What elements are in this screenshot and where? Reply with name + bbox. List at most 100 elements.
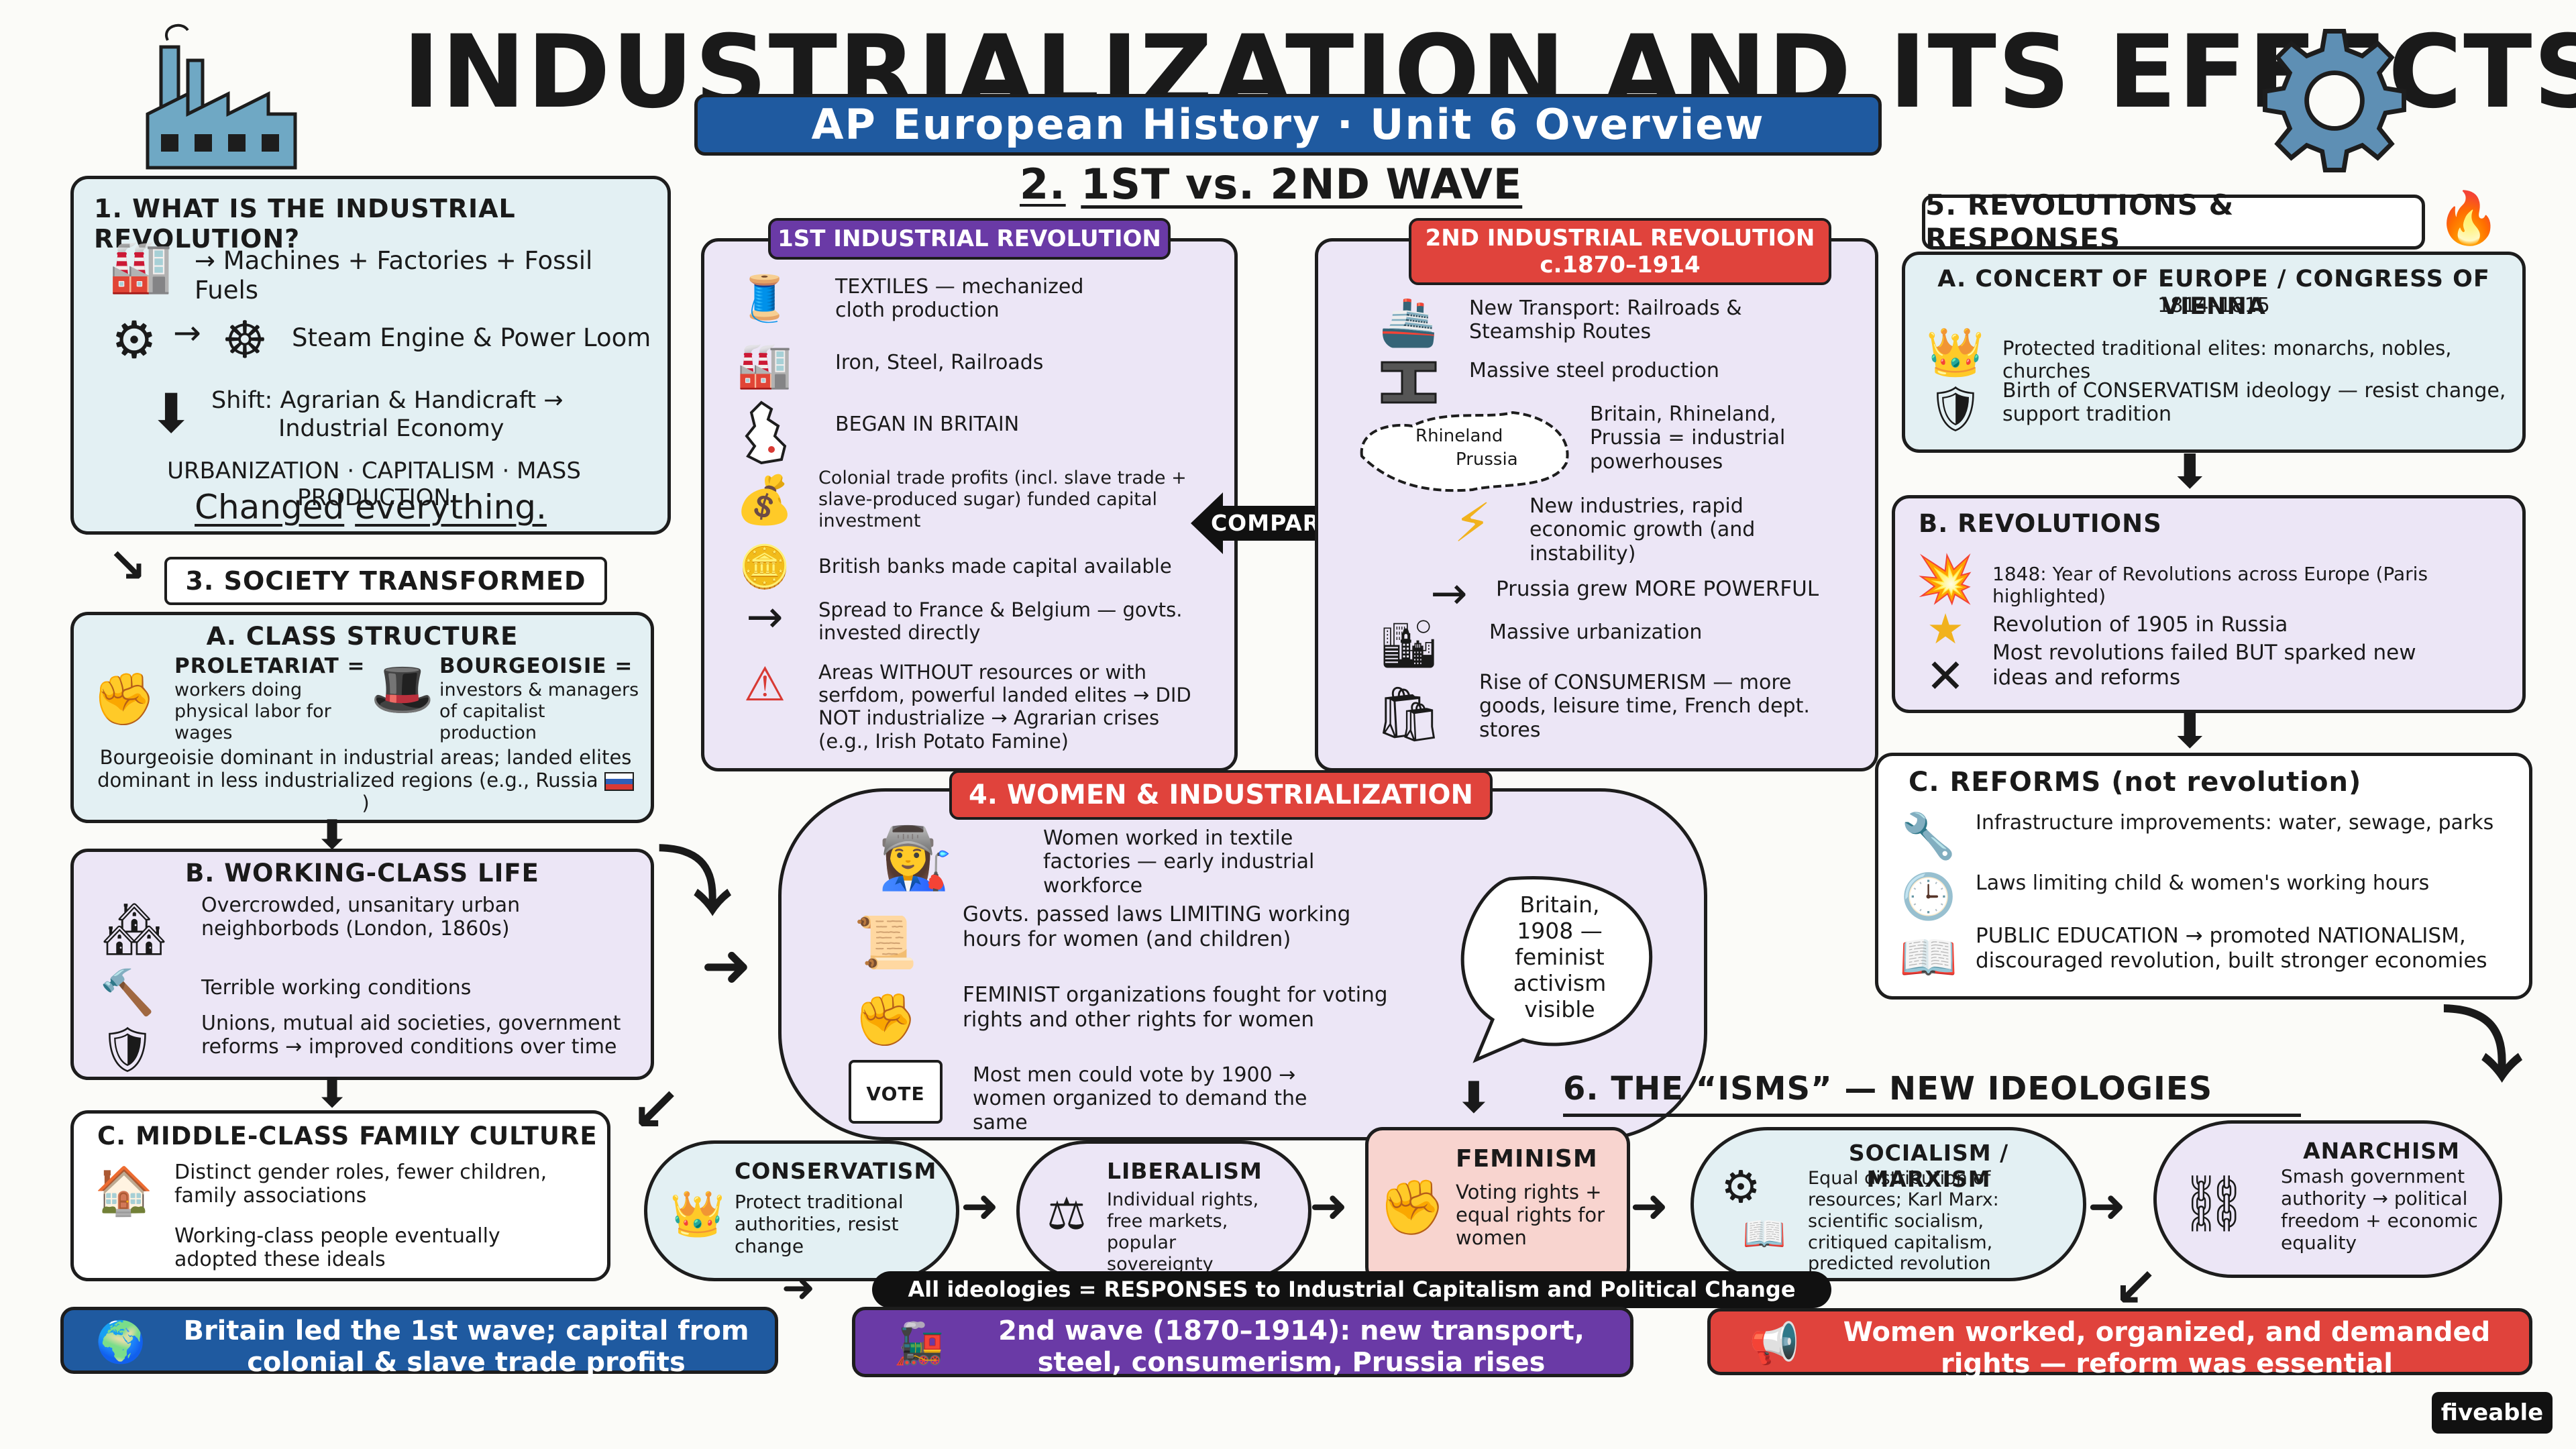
woman-loom-icon: 👩‍🏭 bbox=[877, 823, 954, 894]
s1-row4: URBANIZATION · CAPITALISM · MASS PRODUCT… bbox=[167, 458, 581, 512]
megaphone-icon: 📢 bbox=[1749, 1320, 1800, 1367]
ism-conservatism: 👑 CONSERVATISM Protect traditional autho… bbox=[644, 1140, 959, 1281]
class-structure-title: A. CLASS STRUCTURE bbox=[206, 622, 519, 651]
ism-liberalism-name: LIBERALISM bbox=[1107, 1158, 1263, 1184]
gear-small-icon: ⚙ bbox=[111, 310, 158, 370]
clock-icon: 🕒 bbox=[1900, 871, 1957, 922]
middle-class-panel: C. MIDDLE-CLASS FAMILY CULTURE 🏠 Distinc… bbox=[70, 1110, 610, 1281]
star-icon: ★ bbox=[1927, 604, 1964, 653]
ideologies-banner-text: All ideologies = RESPONSES to Industrial… bbox=[908, 1276, 1796, 1302]
s2-first-item-3: BEGAN IN BRITAIN bbox=[835, 413, 1020, 436]
revolutions-item-2: Revolution of 1905 in Russia bbox=[1992, 612, 2288, 637]
thread-spool-icon: 🧵 bbox=[737, 272, 793, 324]
s2-second-item-7: Rise of CONSUMERISM — more goods, leisur… bbox=[1479, 671, 1810, 742]
right-arrow: ➜ bbox=[701, 930, 752, 1001]
s2-first-item-4: Colonial trade profits (incl. slave trad… bbox=[818, 468, 1187, 531]
section-4-title: 4. WOMEN & INDUSTRIALIZATION bbox=[949, 770, 1493, 820]
section-1-panel: 1. WHAT IS THE INDUSTRIAL REVOLUTION? 🏭 … bbox=[70, 176, 671, 535]
ism-liberalism-text: Individual rights, free markets, popular… bbox=[1107, 1189, 1259, 1275]
ism-anarchism: ⛓ ANARCHISM Smash government authority →… bbox=[2153, 1120, 2502, 1278]
raised-fist-icon: ✊ bbox=[853, 989, 918, 1049]
explosion-icon: 💥 bbox=[1916, 551, 1975, 606]
section-1-title: 1. WHAT IS THE INDUSTRIAL REVOLUTION? bbox=[94, 194, 516, 254]
first-wave-panel: TEXTILES — mechanized cloth production I… bbox=[701, 238, 1238, 771]
section-5-title-box: 5. REVOLUTIONS & RESPONSES bbox=[1922, 189, 2425, 255]
steamship-icon: 🚢 bbox=[1379, 294, 1438, 350]
down-arrow: ↘ bbox=[107, 538, 147, 593]
second-wave-label-line1: 2ND INDUSTRIAL REVOLUTION bbox=[1425, 225, 1815, 252]
houses-icon: 🏘 bbox=[101, 899, 167, 959]
revolutions-panel: B. REVOLUTIONS 💥 1848: Year of Revolutio… bbox=[1892, 495, 2526, 713]
steel-beam-icon bbox=[1362, 352, 1456, 413]
middle-class-item-2: Working-class people eventually adopted … bbox=[174, 1224, 500, 1272]
russia-flag-icon bbox=[604, 772, 634, 792]
x-mark-icon: ✕ bbox=[1925, 649, 1966, 704]
section-2-title-text: 1ST vs. 2ND WAVE bbox=[1081, 160, 1523, 209]
s2-second-item-4: New industries, rapid economic growth (a… bbox=[1529, 494, 1756, 566]
proletariat-text: workers doing physical labor for wages bbox=[174, 680, 331, 743]
prussia-label: Prussia bbox=[1456, 449, 1518, 470]
first-wave-label: 1ST INDUSTRIAL REVOLUTION bbox=[768, 218, 1171, 260]
s2-first-item-2: Iron, Steel, Railroads bbox=[835, 351, 1044, 374]
curved-arrow: ⤵ bbox=[657, 839, 731, 925]
working-class-panel: B. WORKING-CLASS LIFE 🏘 Overcrowded, uns… bbox=[70, 849, 654, 1080]
working-class-item-1: Overcrowded, unsanitary urban neighborbo… bbox=[201, 894, 521, 941]
footer-right-text: Women worked, organized, and demanded ri… bbox=[1843, 1317, 2491, 1380]
footer-middle-text: 2nd wave (1870–1914): new transport, ste… bbox=[998, 1316, 1585, 1379]
concert-item-2: Birth of CONSERVATISM ideology — resist … bbox=[2002, 379, 2506, 427]
s2-second-item-1: New Transport: Railroads & Steamship Rou… bbox=[1469, 297, 1742, 344]
proletariat-title: PROLETARIAT = bbox=[174, 654, 366, 678]
fire-icon: 🔥 bbox=[2436, 188, 2501, 248]
ism-anarchism-text: Smash government authority → political f… bbox=[2281, 1165, 2478, 1254]
broken-chain-icon: ⛓ bbox=[2178, 1172, 2249, 1236]
reforms-item-1: Infrastructure improvements: water, sewa… bbox=[1976, 811, 2494, 835]
ism-feminism: ✊ FEMINISM Voting rights + equal rights … bbox=[1365, 1127, 1630, 1285]
raised-fist-icon: ✊ bbox=[1379, 1176, 1446, 1238]
footer-right: 📢 Women worked, organized, and demanded … bbox=[1707, 1308, 2532, 1379]
ism-conservatism-name: CONSERVATISM bbox=[735, 1158, 937, 1184]
hammer-icon: 🔨 bbox=[99, 967, 156, 1018]
ism-socialism-text: Equal distribution of resources; Karl Ma… bbox=[1808, 1168, 1999, 1275]
reforms-panel: C. REFORMS (not revolution) 🔧 Infrastruc… bbox=[1875, 753, 2532, 1000]
book-icon: 📖 bbox=[1742, 1214, 1786, 1254]
ballot-box-icon: VOTE bbox=[849, 1060, 943, 1124]
shield-icon: 🛡 bbox=[99, 1024, 156, 1075]
ism-socialism: ⚙ 📖 SOCIALISM / MARXISM Equal distributi… bbox=[1690, 1127, 2086, 1281]
working-class-item-3: Unions, mutual aid societies, government… bbox=[201, 1012, 621, 1059]
right-arrow: ➜ bbox=[1630, 1180, 1668, 1233]
footer-middle: 🚂 2nd wave (1870–1914): new transport, s… bbox=[852, 1307, 1633, 1379]
shield-icon: 🛡 bbox=[1927, 383, 1984, 435]
s4-item-3: FEMINIST organizations fought for voting… bbox=[963, 983, 1388, 1032]
crown-icon: 👑 bbox=[669, 1188, 726, 1240]
s2-first-item-6: Spread to France & Belgium — govts. inve… bbox=[818, 598, 1183, 645]
class-note: Bourgeoisie dominant in industrial areas… bbox=[94, 746, 637, 815]
s2-second-item-5: Prussia grew MORE POWERFUL bbox=[1496, 577, 1819, 601]
revolutions-title: B. REVOLUTIONS bbox=[1919, 509, 2162, 538]
book-icon: 📖 bbox=[1899, 930, 1958, 985]
section-5-title: 5. REVOLUTIONS & RESPONSES bbox=[1925, 189, 2235, 255]
s4-item-4: Most men could vote by 1900 → women orga… bbox=[973, 1063, 1307, 1134]
revolutions-item-1: 1848: Year of Revolutions across Europe … bbox=[1992, 563, 2428, 608]
scales-icon: ⚖ bbox=[1046, 1188, 1087, 1240]
subtitle: AP European History · Unit 6 Overview bbox=[811, 100, 1765, 150]
bourgeoisie-title: BOURGEOISIE = bbox=[439, 654, 633, 678]
raised-fist-icon: ✊ bbox=[92, 669, 156, 729]
section-2-title: 2. 1ST vs. 2ND WAVE bbox=[1020, 160, 1623, 209]
factory-icon bbox=[141, 20, 302, 174]
section-2-number: 2. bbox=[1020, 160, 1066, 209]
second-wave-panel: New Transport: Railroads & Steamship Rou… bbox=[1315, 238, 1878, 771]
section-6-title: 6. THE “ISMS” — NEW IDEOLOGIES bbox=[1563, 1070, 2301, 1117]
loom-wheel-icon: ☸ bbox=[221, 310, 268, 370]
coins-icon: 🪙 bbox=[739, 542, 791, 591]
europe-map: Rhineland Prussia bbox=[1352, 402, 1580, 496]
bubble-text: Britain, 1908 — feminist activism visibl… bbox=[1513, 892, 1607, 1022]
vote-label: VOTE bbox=[866, 1083, 925, 1105]
down-arrow: ⬇ bbox=[1456, 1073, 1492, 1123]
right-arrow-icon: → bbox=[746, 591, 784, 643]
section-3-title: 3. SOCIETY TRANSFORMED bbox=[185, 566, 586, 596]
gear-icon: ⚙ bbox=[1721, 1161, 1761, 1213]
concert-title: A. CONCERT OF EUROPE / CONGRESS OF VIENN… bbox=[1937, 266, 2490, 321]
fiveable-logo[interactable]: fiveable bbox=[2432, 1392, 2553, 1434]
lightning-icon: ⚡ bbox=[1453, 492, 1492, 554]
s2-first-item-7: Areas WITHOUT resources or with serfdom,… bbox=[818, 661, 1191, 753]
